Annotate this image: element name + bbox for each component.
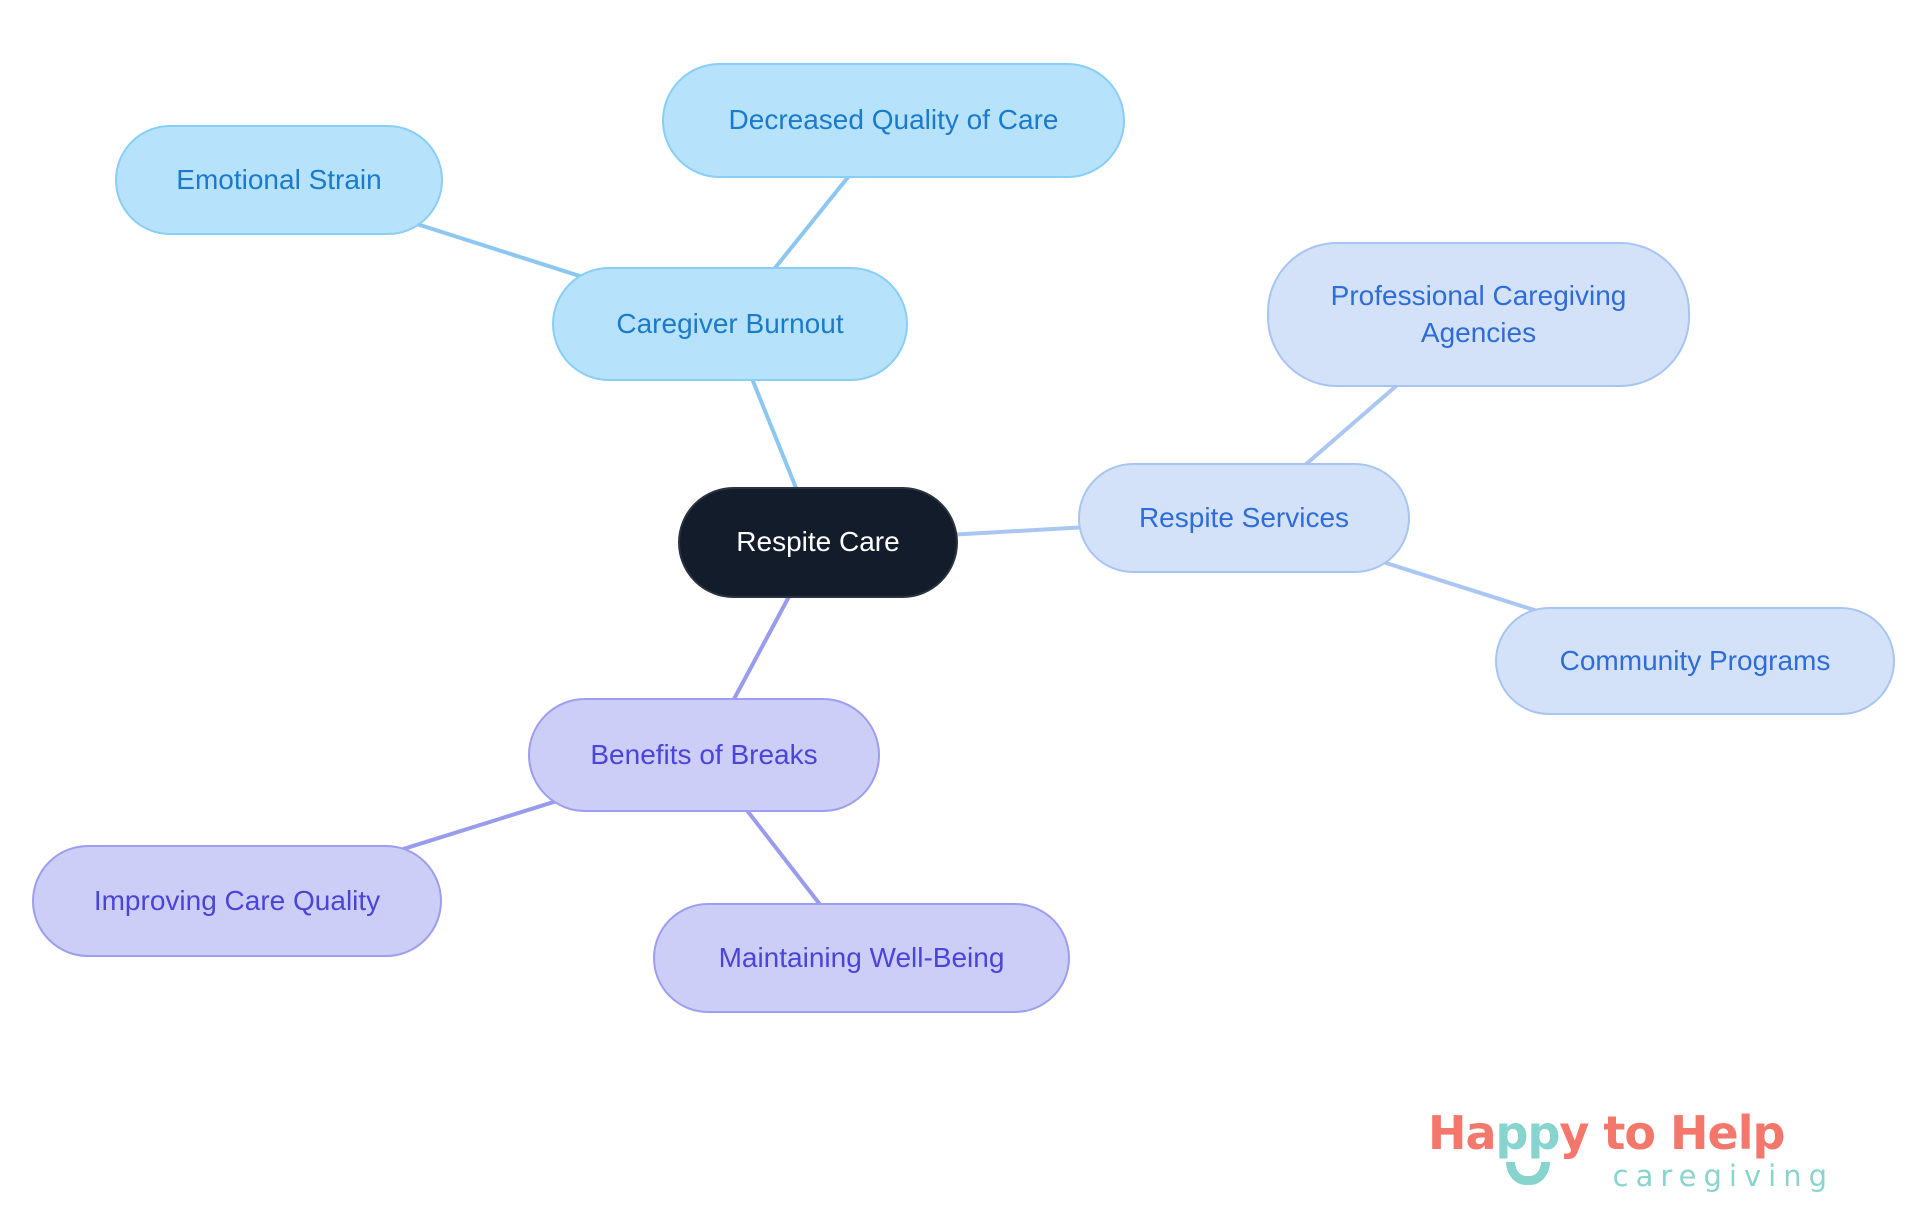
node-label: Professional Caregiving Agencies bbox=[1330, 280, 1627, 348]
node-label: Caregiver Burnout bbox=[616, 307, 844, 339]
node-emotional-strain[interactable]: Emotional Strain bbox=[115, 125, 443, 235]
logo-wordmark: Happy to Help bbox=[1428, 1106, 1864, 1160]
node-label: Decreased Quality of Care bbox=[728, 104, 1059, 136]
node-community-programs[interactable]: Community Programs bbox=[1495, 607, 1895, 715]
node-respite-services[interactable]: Respite Services bbox=[1078, 463, 1410, 573]
node-label: Benefits of Breaks bbox=[590, 738, 818, 770]
node-label: Respite Care bbox=[736, 526, 900, 558]
node-professional-caregiving-agencies[interactable]: Professional Caregiving Agencies bbox=[1267, 242, 1690, 387]
node-label: Community Programs bbox=[1559, 644, 1831, 676]
logo-text-y-to-help: y to Help bbox=[1559, 1106, 1785, 1160]
logo-text-ha: Ha bbox=[1428, 1106, 1497, 1160]
node-label: Improving Care Quality bbox=[93, 884, 381, 916]
smile-icon bbox=[1506, 1162, 1550, 1185]
node-label: Maintaining Well-Being bbox=[718, 941, 1005, 973]
node-label: Respite Services bbox=[1138, 501, 1350, 533]
node-maintaining-well-being[interactable]: Maintaining Well-Being bbox=[653, 903, 1070, 1013]
node-label: Emotional Strain bbox=[176, 163, 382, 195]
node-improving-care-quality[interactable]: Improving Care Quality bbox=[32, 845, 442, 957]
happy-to-help-logo: Happy to Help caregiving bbox=[1428, 1106, 1864, 1211]
node-benefits-of-breaks[interactable]: Benefits of Breaks bbox=[528, 698, 880, 812]
node-respite-care[interactable]: Respite Care bbox=[678, 487, 958, 598]
node-caregiver-burnout[interactable]: Caregiver Burnout bbox=[552, 267, 908, 381]
logo-subtitle: caregiving bbox=[1612, 1159, 1834, 1193]
node-decreased-quality-of-care[interactable]: Decreased Quality of Care bbox=[662, 63, 1125, 178]
logo-text-pp: pp bbox=[1495, 1106, 1561, 1160]
